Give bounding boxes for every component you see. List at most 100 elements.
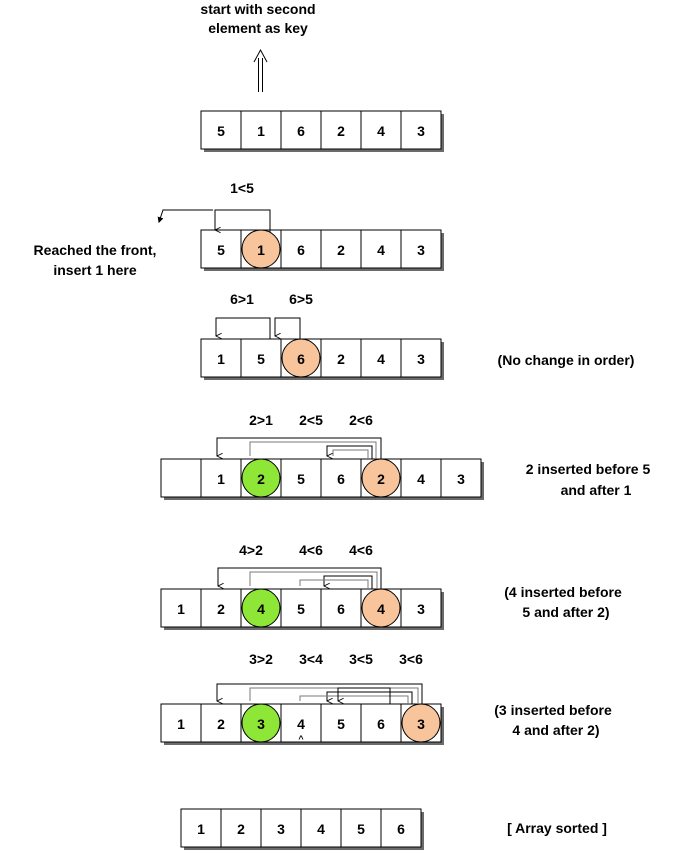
array-cell	[320, 458, 362, 498]
array-cell-value: 6	[297, 242, 305, 258]
side-note-line1: (4 inserted before	[504, 584, 622, 600]
inserted-highlight-circle	[241, 703, 281, 743]
array-cell	[320, 338, 362, 378]
array-cell	[200, 458, 242, 498]
key-highlight-circle	[241, 229, 281, 269]
side-note-line1: [ Array sorted ]	[507, 820, 607, 836]
array-cell	[360, 338, 402, 378]
array-cell-value: 3	[257, 716, 265, 732]
array-cell	[400, 110, 442, 150]
array-cell-value: 3	[417, 351, 425, 367]
comparison-label: 3<6	[399, 651, 423, 667]
array-cell	[340, 808, 382, 848]
array-cell-value: 5	[257, 351, 265, 367]
array-cell-value: 5	[297, 601, 305, 617]
array-cell	[280, 458, 322, 498]
array-cell	[220, 808, 262, 848]
comparison-label: 4>2	[239, 542, 263, 558]
array-cell	[200, 338, 242, 378]
array-cell-value: 6	[297, 123, 305, 139]
comparison-label: 2>1	[249, 412, 273, 428]
array-cell-value: 2	[377, 471, 385, 487]
array-cell-value: 4	[377, 123, 385, 139]
comparison-label: 4<6	[299, 542, 323, 558]
array-cell	[320, 703, 362, 743]
side-note-line1: (3 inserted before	[494, 702, 612, 718]
array-cell	[180, 808, 222, 848]
array-cell-value: 1	[217, 471, 225, 487]
array-cell	[160, 458, 202, 498]
array-cell-value: 2	[217, 716, 225, 732]
array-cell-value: 2	[237, 821, 245, 837]
array-cell-value: 5	[217, 123, 225, 139]
comparison-label: 3<5	[349, 651, 373, 667]
up-arrow-icon	[253, 48, 268, 92]
comparison-label: 3<4	[299, 651, 323, 667]
array-cell-value: 5	[337, 716, 345, 732]
comparison-label: 3>2	[249, 651, 273, 667]
side-note-line1: (No change in order)	[498, 352, 635, 368]
comparison-label: 6>1	[230, 291, 254, 307]
array-cell-value: 1	[257, 242, 265, 258]
comparison-arrows	[157, 209, 423, 704]
array-cell	[360, 703, 402, 743]
array-cell-value: 6	[337, 471, 345, 487]
array-cell	[380, 808, 422, 848]
array-cell	[360, 229, 402, 269]
array-cell	[280, 229, 322, 269]
array-cell	[400, 229, 442, 269]
array-cell-value: 6	[397, 821, 405, 837]
array-cell-value: 5	[357, 821, 365, 837]
array-cell	[200, 110, 242, 150]
comparison-label: 4<6	[349, 542, 373, 558]
array-cell	[440, 458, 482, 498]
array-cell-value: 4	[417, 471, 425, 487]
array-cell	[400, 338, 442, 378]
array-cell-value: 4	[377, 351, 385, 367]
array-cell-value: 3	[417, 242, 425, 258]
side-note-line2: 5 and after 2)	[522, 604, 609, 620]
comparison-label: 1<5	[230, 180, 254, 196]
array-cell-value: 1	[217, 351, 225, 367]
array-cell-value: 2	[337, 123, 345, 139]
array-cell-value: 5	[217, 242, 225, 258]
side-note-line1: Reached the front,	[34, 242, 157, 258]
array-cell	[360, 110, 402, 150]
array-cell-value: 6	[297, 351, 305, 367]
array-cell	[240, 110, 282, 150]
comparison-label: 2<5	[299, 412, 323, 428]
inserted-highlight-circle	[241, 458, 281, 498]
array-cell-value: 4	[257, 601, 265, 617]
array-cell	[320, 588, 362, 628]
array-cell-value: 3	[457, 471, 465, 487]
comparison-label: 6>5	[289, 291, 313, 307]
array-cell-value: 1	[257, 123, 265, 139]
array-cell	[280, 703, 322, 743]
inserted-highlight-circle	[241, 588, 281, 628]
array-cell-value: 1	[177, 601, 185, 617]
top-note-line1: start with second	[200, 1, 315, 17]
array-cell	[400, 588, 442, 628]
array-cell	[240, 338, 282, 378]
array-cell-value: 6	[337, 601, 345, 617]
array-cell-value: 3	[417, 601, 425, 617]
array-cell	[200, 703, 242, 743]
array-cell-value: 4	[377, 601, 385, 617]
array-cell	[200, 229, 242, 269]
side-note-line1: 2 inserted before 5	[526, 461, 651, 477]
array-cell-value: 3	[417, 123, 425, 139]
array-cell	[280, 110, 322, 150]
array-cell-value: 3	[417, 716, 425, 732]
array-cell	[260, 808, 302, 848]
key-highlight-circle	[401, 703, 441, 743]
array-cell	[200, 588, 242, 628]
side-note-line2: insert 1 here	[53, 262, 136, 278]
caret-icon: ^	[298, 734, 304, 744]
array-cell-value: 4	[297, 716, 305, 732]
array-cell-value: 4	[377, 242, 385, 258]
array-cell-value: 3	[277, 821, 285, 837]
